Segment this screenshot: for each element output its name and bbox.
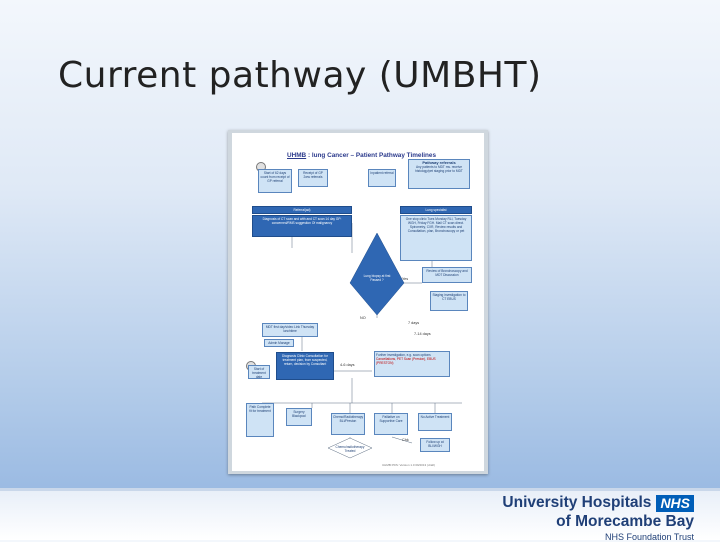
inpatient-box: Inpatient referral: [368, 169, 396, 187]
days14-label: 7-14 days: [414, 332, 431, 336]
further-investigation-body: Cancellations, PET Scan (Preston), EBUS …: [376, 357, 436, 365]
days7-label: 7 days: [408, 321, 420, 325]
document-title-org: UHMB: [287, 152, 307, 159]
decision-text: Lung biopsy at first Passed ?: [363, 274, 391, 282]
pathway-referrals-header: Pathway referrals: [422, 160, 456, 165]
slide-title: Current pathway (UMBHT): [58, 55, 542, 96]
document-title: UHMB : lung Cancer – Patient Pathway Tim…: [287, 152, 436, 159]
staging-box: Staging investigation to CT EBUS: [430, 291, 468, 311]
days46-label: 4-6 days: [340, 363, 355, 367]
embedded-document: UHMB : lung Cancer – Patient Pathway Tim…: [228, 130, 488, 474]
receipt-gp-box: Receipt of GP 2ww referrals: [298, 169, 328, 187]
document-footer-note: UHMB PDS: Version 1.0 09/2013 (draft): [382, 463, 436, 467]
referral-body: Diagnosis of CT scan and with and CT sca…: [252, 215, 352, 237]
flow-connectors: [262, 223, 462, 459]
diagnosis-clinic-box: Diagnosis Clinic Consultation for treatm…: [276, 352, 334, 380]
no-active-box: No Active Treatment: [418, 413, 452, 431]
admin-box: Admin Manage: [264, 339, 294, 347]
further-investigation-box: Further investigation, e.g. scan options…: [374, 351, 450, 377]
logo-line-2: of Morecambe Bay: [556, 513, 694, 530]
followup-box: Follow up at BLI/WGH: [420, 438, 450, 452]
logo-line-1: University Hospitals: [502, 494, 652, 511]
referral-header: Referral(ad): [252, 206, 352, 214]
decision-diamond: [349, 232, 405, 316]
nhs-logo-icon: NHS: [656, 494, 694, 512]
pathway-referrals-box: Pathway referrals Any patients to MDT ms…: [408, 159, 470, 189]
lung-specialist-body: One stop clinic Tues Monday RLI, Tuesday…: [400, 215, 472, 261]
chk-label: Chk: [402, 438, 409, 442]
lung-specialist-header: Lung specialist: [400, 206, 472, 214]
chemo-box: Chemo/Radiotherapy BLI/Preston: [331, 413, 365, 435]
pathway-referrals-note: Any patients to MDT ms. receive histolog…: [415, 165, 463, 173]
surgery-box: Surgery Blackpool: [286, 408, 312, 426]
path-complete-box: Path Complete fit for treatment: [246, 403, 274, 437]
start-day-box: Start of 62 days count from receipt of G…: [258, 169, 292, 193]
document-page: UHMB : lung Cancer – Patient Pathway Tim…: [232, 133, 484, 471]
review-mdt-box: Review of Bronchoscopy and MDT Discussio…: [422, 267, 472, 283]
yes-label: Yes: [402, 277, 409, 281]
no-label: NO: [360, 316, 366, 320]
mdt-box: MDT first day/video Link Thursday luncht…: [262, 323, 318, 337]
trust-logo: University Hospitals NHS of Morecambe Ba…: [502, 494, 694, 542]
start-treatment-box: Start of treatment date: [248, 365, 270, 379]
document-title-rest: : lung Cancer – Patient Pathway Timeline…: [306, 152, 437, 159]
chemo-note-text: Chemo/radiotherapy Treated: [335, 445, 365, 453]
further-investigation-header: Further investigation, e.g. scan options: [376, 353, 431, 357]
chemo-note-diamond: [327, 437, 373, 459]
palliative-box: Palliative on Supportive Care: [374, 413, 408, 435]
logo-line-3: NHS Foundation Trust: [604, 532, 694, 542]
footer-bar: University Hospitals NHS of Morecambe Ba…: [0, 488, 720, 542]
footer-stripe: [0, 488, 720, 491]
